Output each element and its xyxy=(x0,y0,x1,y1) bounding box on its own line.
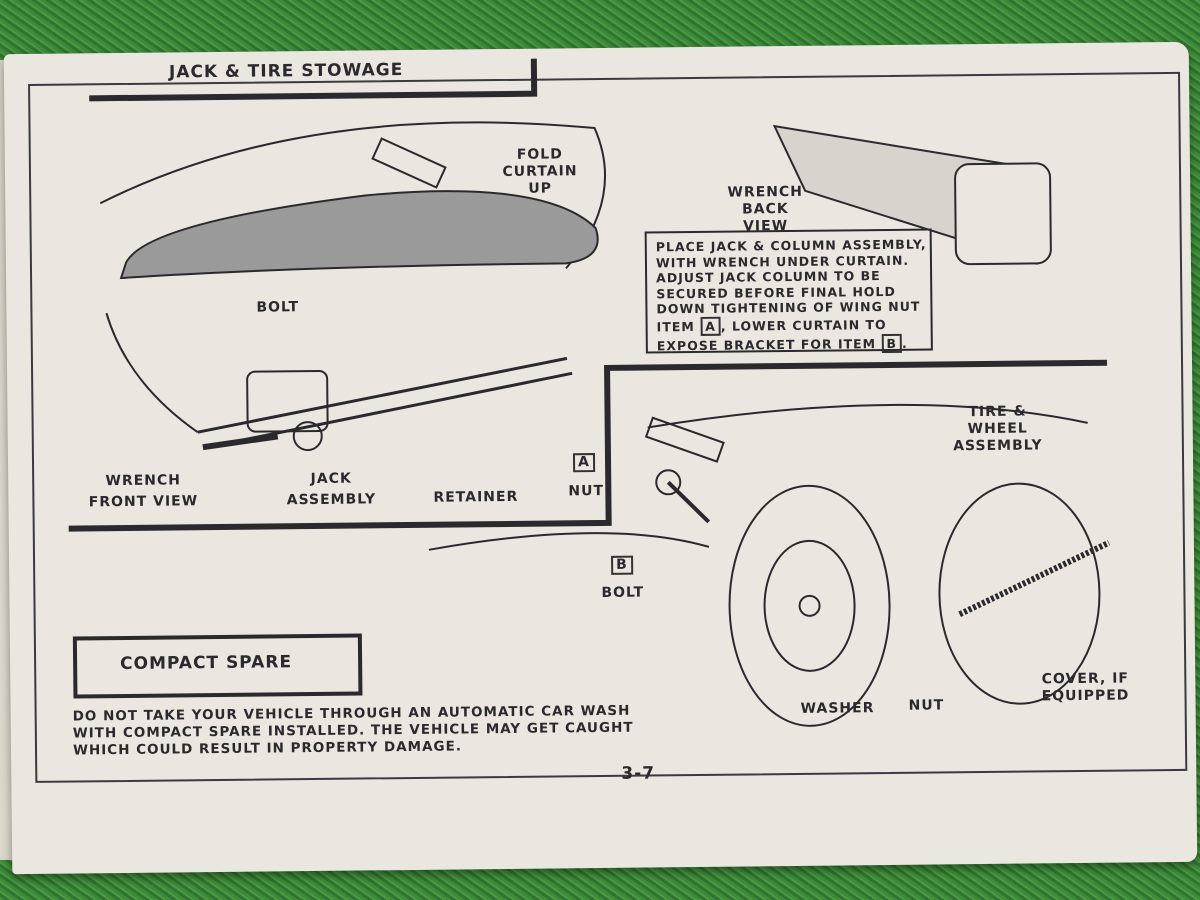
jack-knob xyxy=(292,421,323,452)
label-washer: WASHER xyxy=(800,700,875,717)
bolt-head xyxy=(655,469,682,496)
section-divider xyxy=(68,359,1108,532)
instruction-text: PLACE JACK & COLUMN ASSEMBLY, WITH WRENC… xyxy=(656,237,928,355)
instruction-line: DOWN TIGHTENING OF WING NUT xyxy=(656,298,921,317)
label-jack-assembly: JACK ASSEMBLY xyxy=(286,470,377,509)
wheel xyxy=(763,539,856,672)
compact-spare-box xyxy=(72,633,363,699)
instruction-box xyxy=(644,228,933,354)
car-interior-outline xyxy=(99,121,606,269)
label-nut-top: NUT xyxy=(568,482,605,500)
label-fold-curtain: FOLD CURTAIN UP xyxy=(502,146,578,197)
tire-cover xyxy=(938,482,1101,705)
jack-body xyxy=(246,369,329,433)
label-nut-bottom: NUT xyxy=(908,697,945,714)
label-tire-wheel-assembly: TIRE & WHEEL ASSEMBLY xyxy=(953,403,1043,455)
curtain xyxy=(119,190,599,280)
label-wrench-back-view: WRENCH BACK VIEW xyxy=(727,183,804,235)
lower-bracket xyxy=(644,416,725,463)
item-a-box: A xyxy=(700,316,721,336)
trunk-side xyxy=(105,312,199,434)
car-rear-outline xyxy=(647,403,1088,429)
label-bolt-bottom: BOLT xyxy=(601,584,645,601)
instruction-line: WITH WRENCH UNDER CURTAIN. xyxy=(655,252,910,270)
label-retainer: RETAINER xyxy=(433,488,519,506)
jack-head xyxy=(954,162,1052,266)
wrench-front xyxy=(202,433,279,451)
bracket xyxy=(371,137,447,189)
label-item-b: B xyxy=(611,555,633,575)
manual-page: JACK & TIRE STOWAGE FOLD CURTAIN UP WREN… xyxy=(3,41,1198,875)
title-rule xyxy=(89,58,538,102)
cover-strap xyxy=(958,539,1111,617)
page-number: 3-7 xyxy=(621,763,656,784)
compact-spare-heading: COMPACT SPARE xyxy=(120,652,293,675)
label-wrench-front-view: WRENCH FRONT VIEW xyxy=(88,472,199,511)
car-lower-outline xyxy=(428,532,710,551)
instruction-line: EXPOSE BRACKET FOR ITEM B. xyxy=(656,333,908,353)
label-bolt-top: BOLT xyxy=(256,299,300,316)
label-item-a: A xyxy=(572,453,595,473)
compact-spare-warning: DO NOT TAKE YOUR VEHICLE THROUGH AN AUTO… xyxy=(73,703,634,760)
item-b-box: B xyxy=(881,333,903,353)
page-title: JACK & TIRE STOWAGE xyxy=(168,60,404,83)
illustration xyxy=(68,58,1111,727)
label-cover: COVER, IF EQUIPPED xyxy=(1041,670,1130,705)
spare-tire xyxy=(728,484,891,727)
